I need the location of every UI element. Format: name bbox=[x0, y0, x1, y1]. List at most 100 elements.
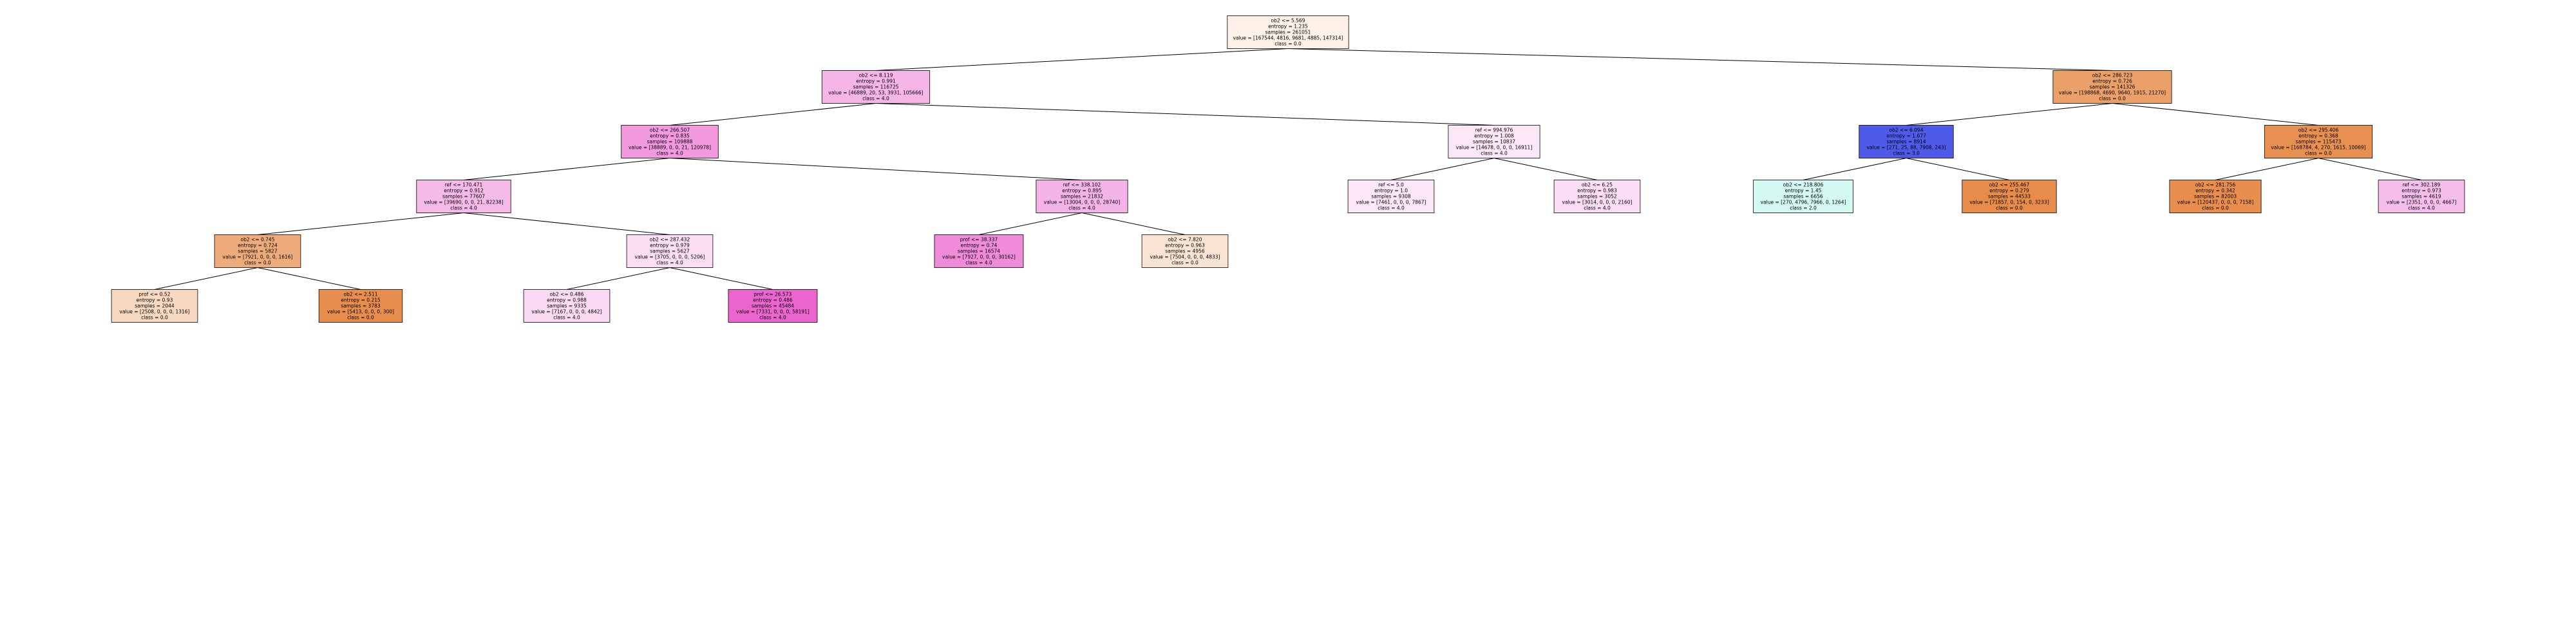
tree-node-line: ob2 <= 281.756 bbox=[2195, 182, 2236, 188]
tree-node-line: entropy = 0.368 bbox=[2298, 133, 2338, 139]
tree-node-box bbox=[821, 70, 931, 104]
tree-node-line: class = 0.0 bbox=[2305, 151, 2332, 156]
tree-node-line: class = 4.0 bbox=[1481, 151, 1508, 156]
tree-node-line: ob2 <= 287.432 bbox=[650, 237, 690, 243]
tree-edge bbox=[1803, 158, 1907, 180]
tree-node-box bbox=[111, 289, 198, 323]
tree-node-line: class = 0.0 bbox=[1996, 205, 2023, 211]
tree-node-line: value = [2508, 0, 0, 0, 1316] bbox=[120, 309, 190, 315]
tree-node-line: class = 2.0 bbox=[1790, 205, 1817, 211]
tree-node-box bbox=[934, 234, 1024, 268]
tree-node-line: samples = 261051 bbox=[1265, 30, 1311, 35]
tree-node-line: value = [5413, 0, 0, 0, 300] bbox=[327, 309, 394, 315]
tree-node-box bbox=[626, 234, 714, 268]
tree-node-line: samples = 5827 bbox=[238, 249, 278, 254]
tree-node-line: entropy = 0.983 bbox=[1577, 188, 1617, 194]
tree-node-line: value = [3705, 0, 0, 0, 5206] bbox=[635, 254, 705, 260]
tree-node-line: class = 4.0 bbox=[862, 96, 889, 102]
tree-node-line: ob2 <= 286.723 bbox=[2092, 73, 2133, 79]
tree-edge bbox=[2112, 103, 2319, 126]
tree-node-line: samples = 4956 bbox=[1165, 249, 1205, 254]
tree-edge bbox=[154, 267, 258, 290]
tree-node-box bbox=[2169, 180, 2262, 213]
tree-node-line: value = [3014, 0, 0, 0, 2160] bbox=[1562, 200, 1633, 205]
tree-node-line: ref <= 5.0 bbox=[1378, 182, 1404, 188]
tree-node-box bbox=[318, 289, 403, 323]
tree-node-line: samples = 5627 bbox=[650, 249, 690, 254]
tree-node-line: entropy = 1.677 bbox=[1886, 133, 1926, 139]
tree-node-line: samples = 4619 bbox=[2401, 194, 2441, 200]
tree-node-box bbox=[1753, 180, 1853, 213]
tree-node-line: samples = 6656 bbox=[1783, 194, 1823, 200]
tree-node-line: entropy = 0.724 bbox=[238, 243, 278, 249]
tree-node-line: value = [7461, 0, 0, 0, 7867] bbox=[1356, 200, 1426, 205]
tree-node-line: entropy = 0.93 bbox=[137, 298, 173, 303]
tree-node-line: class = 4.0 bbox=[553, 315, 580, 321]
tree-node-line: ref <= 302.189 bbox=[2403, 182, 2441, 188]
tree-node-line: value = [7167, 0, 0, 0, 4842] bbox=[532, 309, 602, 315]
tree-edge bbox=[257, 213, 464, 235]
tree-node-line: class = 0.0 bbox=[1171, 260, 1198, 266]
tree-edge bbox=[1081, 213, 1186, 235]
tree-node-line: class = 4.0 bbox=[656, 151, 683, 156]
tree-node-line: value = [168784, 4, 270, 1615, 10069] bbox=[2271, 145, 2365, 151]
tree-node-line: samples = 10837 bbox=[1473, 139, 1515, 145]
tree-node-line: samples = 21832 bbox=[1061, 194, 1103, 200]
tree-node-box bbox=[1036, 180, 1128, 213]
tree-edge bbox=[2318, 158, 2422, 180]
tree-node-line: entropy = 0.342 bbox=[2195, 188, 2235, 194]
tree-node-line: value = [14678, 0, 0, 0, 16911] bbox=[1456, 145, 1533, 151]
tree-node-line: entropy = 1.45 bbox=[1785, 188, 1822, 194]
tree-node-box bbox=[621, 125, 719, 158]
tree-node-line: samples = 8914 bbox=[1886, 139, 1926, 145]
tree-edge bbox=[1906, 103, 2113, 126]
tree-node-box bbox=[1553, 180, 1641, 213]
tree-node-box bbox=[1227, 15, 1349, 49]
tree-node-line: entropy = 0.963 bbox=[1165, 243, 1205, 249]
tree-node-line: entropy = 0.979 bbox=[650, 243, 690, 249]
tree-node-line: samples = 3783 bbox=[341, 303, 381, 309]
tree-node-line: ob2 <= 6.094 bbox=[1889, 128, 1924, 133]
tree-node-line: value = [7927, 0, 0, 0, 30162] bbox=[942, 254, 1016, 260]
tree-node-line: value = [7504, 0, 0, 0, 4833] bbox=[1150, 254, 1220, 260]
tree-node-line: ob2 <= 295.406 bbox=[2298, 128, 2339, 133]
tree-node-line: class = 0.0 bbox=[244, 260, 271, 266]
tree-node-line: ref <= 338.102 bbox=[1063, 182, 1101, 188]
tree-node-line: ob2 <= 0.745 bbox=[241, 237, 275, 243]
tree-edge bbox=[875, 103, 1495, 126]
tree-edge bbox=[1906, 158, 2010, 180]
tree-node-line: samples = 3052 bbox=[1577, 194, 1617, 200]
tree-node-line: entropy = 0.973 bbox=[2401, 188, 2441, 194]
tree-node-line: class = 3.0 bbox=[1893, 151, 1920, 156]
tree-node-line: prof <= 26.573 bbox=[754, 292, 792, 298]
tree-edge bbox=[669, 158, 1083, 180]
tree-node-line: ob2 <= 0.486 bbox=[550, 292, 584, 298]
tree-node-box bbox=[1962, 180, 2057, 213]
tree-node-line: class = 4.0 bbox=[1378, 205, 1405, 211]
tree-node-line: ob2 <= 5.569 bbox=[1271, 18, 1305, 24]
tree-edge bbox=[566, 267, 670, 290]
tree-node-line: samples = 109888 bbox=[647, 139, 693, 145]
tree-node-line: entropy = 1.008 bbox=[1474, 133, 1514, 139]
tree-node-line: samples = 45484 bbox=[752, 303, 794, 309]
tree-node-box bbox=[1859, 125, 1954, 158]
tree-edge bbox=[463, 213, 670, 235]
tree-node-line: entropy = 1.0 bbox=[1374, 188, 1408, 194]
tree-node-box bbox=[2264, 125, 2373, 158]
tree-node-line: ob2 <= 7.820 bbox=[1168, 237, 1202, 243]
tree-node-box bbox=[2378, 180, 2465, 213]
tree-node-box bbox=[1448, 125, 1540, 158]
tree-node-line: value = [71857, 0, 154, 0, 3233] bbox=[1969, 200, 2049, 205]
tree-node-box bbox=[523, 289, 611, 323]
